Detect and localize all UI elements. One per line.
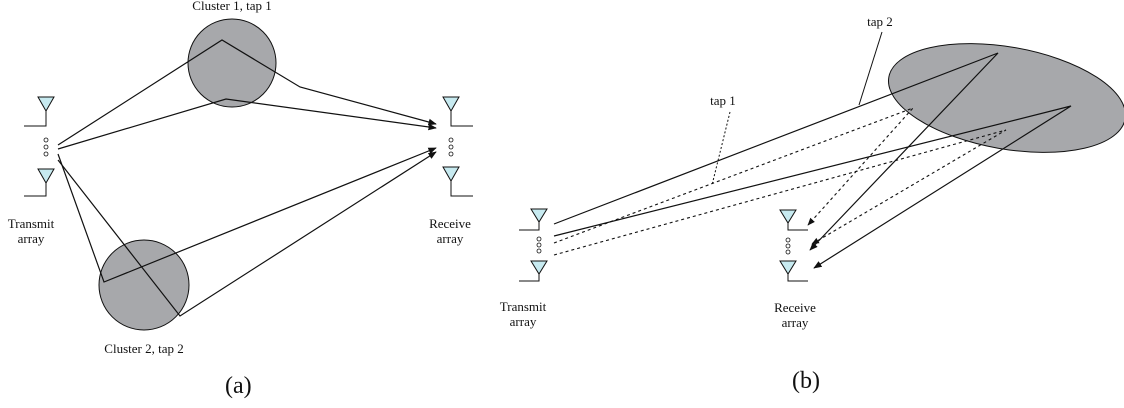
caption-a: (a) [225, 373, 252, 399]
antenna-triangle-icon [442, 96, 473, 127]
transmit-label-a-line2: array [17, 231, 45, 246]
cluster-2-label: Cluster 2, tap 2 [104, 341, 184, 356]
antenna-triangle-icon [24, 168, 55, 197]
path-b-tap2-1 [553, 52, 999, 251]
caption-b: (b) [792, 368, 820, 394]
path-a-c2-second [57, 151, 437, 317]
path-b-tap1-1 [553, 107, 914, 244]
transmit-label-b-line2: array [509, 314, 537, 329]
scatter-ellipse [887, 43, 1124, 153]
tap1-label: tap 1 [710, 93, 736, 108]
receive-label-b-line1: Receive [774, 300, 816, 315]
transmit-label-b: Transmit array [488, 299, 558, 329]
antenna-triangle-icon [24, 96, 55, 127]
transmit-label-a: Transmit array [0, 216, 62, 246]
antenna-triangle-icon [779, 260, 808, 282]
tap2-pointer [858, 31, 883, 106]
path-a-c1-upper [57, 39, 437, 146]
receive-label-a-line2: array [436, 231, 464, 246]
antenna-triangle-icon [779, 209, 808, 231]
vertical-dots-icon [448, 137, 454, 157]
receive-label-a-line1: Receive [429, 216, 471, 231]
panel-b [519, 31, 1124, 282]
receive-label-a: Receive array [415, 216, 485, 246]
tap1-pointer [711, 111, 731, 186]
vertical-dots-icon [43, 137, 49, 157]
antenna-triangle-icon [519, 208, 548, 231]
tap2-label: tap 2 [867, 14, 893, 29]
cluster-2-circle [98, 239, 190, 331]
cluster-1-label: Cluster 1, tap 1 [192, 0, 272, 13]
antenna-triangle-icon [519, 260, 548, 282]
path-a-c2-first [57, 147, 437, 283]
path-b-tap2-2 [553, 105, 1072, 269]
vertical-dots-icon [536, 236, 542, 254]
receive-label-b-line2: array [781, 315, 809, 330]
path-b-tap1-2 [553, 129, 1007, 256]
path-a-c1-lower [57, 98, 437, 150]
vertical-dots-icon [785, 237, 791, 255]
cluster-1-circle [187, 18, 277, 108]
receive-label-b: Receive array [760, 300, 830, 330]
panel-a [24, 18, 473, 331]
transmit-label-b-line1: Transmit [499, 299, 547, 314]
antenna-triangle-icon [442, 166, 473, 197]
transmit-label-a-line1: Transmit [7, 216, 55, 231]
